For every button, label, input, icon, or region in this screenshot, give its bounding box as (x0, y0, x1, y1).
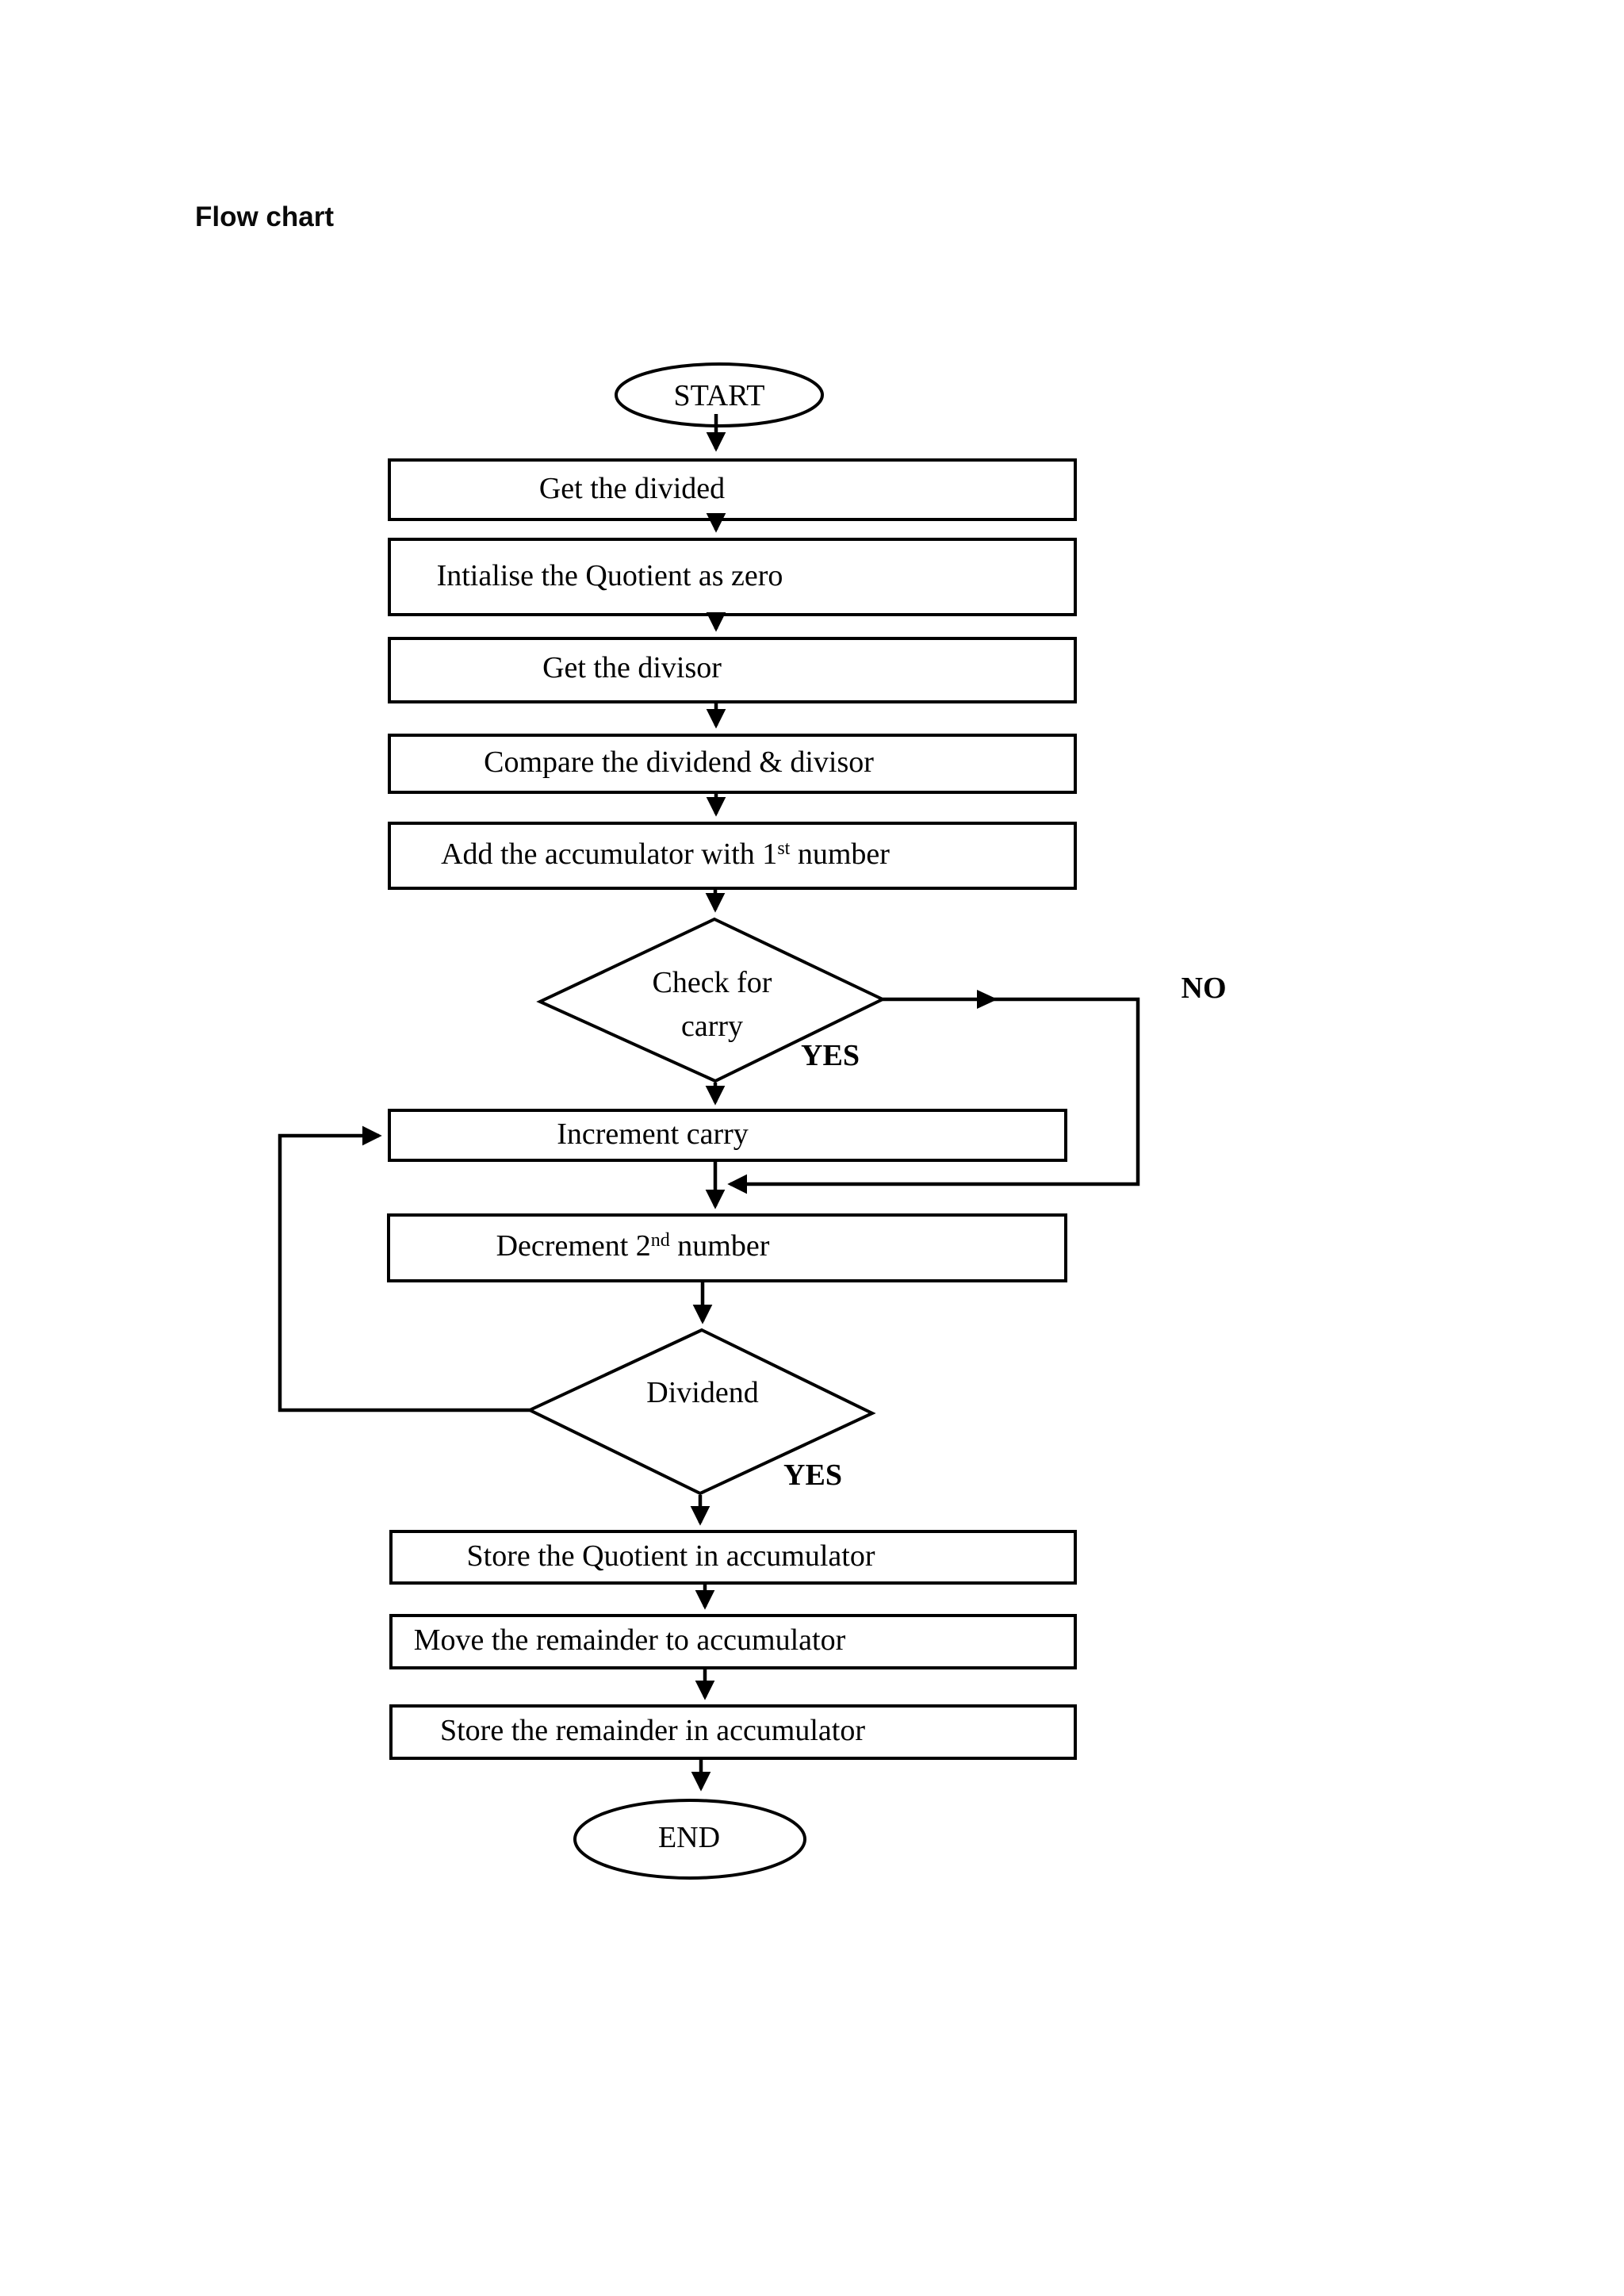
process-label-store-quotient: Store the Quotient in accumulator (466, 1539, 875, 1573)
process-box-increment-carry (388, 1109, 1067, 1162)
process-box-get-dividend (388, 458, 1077, 521)
end-label: END (657, 1821, 721, 1855)
process-label-init-quotient: Intialise the Quotient as zero (436, 559, 783, 593)
page-title: Flow chart (195, 201, 335, 232)
decision1-yes-label: YES (801, 1039, 860, 1072)
no-branch-arrowhead (977, 990, 998, 1009)
add-accumulator-text-tail: number (790, 838, 890, 872)
process-box-move-remainder (389, 1614, 1077, 1669)
start-terminal-shape (615, 362, 824, 427)
start-label: START (673, 379, 765, 413)
decision-diamond-dividend (526, 1328, 876, 1496)
process-label-add-accumulator: Add the accumulator with 1st number (441, 838, 890, 872)
process-box-compare (388, 734, 1077, 794)
connector-no-branch (727, 997, 1140, 1194)
connector-loop-branch (278, 1125, 530, 1412)
decrement-text-tail: number (669, 1229, 770, 1263)
decision1-label-line2: carry (680, 1010, 744, 1044)
decision1-label-line1: Check for (652, 966, 772, 1000)
decision2-yes-label: YES (783, 1458, 842, 1492)
ordinal-superscript-st: st (777, 838, 791, 860)
process-box-decrement (387, 1213, 1067, 1282)
process-label-decrement: Decrement 2nd number (496, 1229, 770, 1264)
process-label-store-remainder: Store the remainder in accumulator (439, 1714, 866, 1748)
process-label-move-remainder: Move the remainder to accumulator (413, 1623, 846, 1658)
process-box-add-accumulator (388, 822, 1077, 890)
decision1-no-label: NO (1181, 972, 1227, 1005)
process-label-increment-carry: Increment carry (557, 1117, 749, 1152)
process-box-get-divisor (388, 637, 1077, 703)
process-label-compare: Compare the dividend & divisor (484, 746, 874, 780)
decision-diamond-check-carry (536, 917, 887, 1083)
process-label-get-divisor: Get the divisor (542, 651, 722, 685)
decision2-label: Dividend (646, 1376, 759, 1410)
end-terminal-shape (573, 1799, 806, 1880)
process-label-get-dividend: Get the divided (538, 472, 726, 506)
decrement-text: Decrement 2 (496, 1229, 651, 1263)
add-accumulator-text: Add the accumulator with 1 (441, 838, 778, 872)
ordinal-superscript-nd: nd (650, 1230, 670, 1251)
process-box-store-quotient (389, 1530, 1077, 1585)
process-box-store-remainder (389, 1704, 1077, 1760)
process-box-init-quotient (388, 538, 1077, 616)
